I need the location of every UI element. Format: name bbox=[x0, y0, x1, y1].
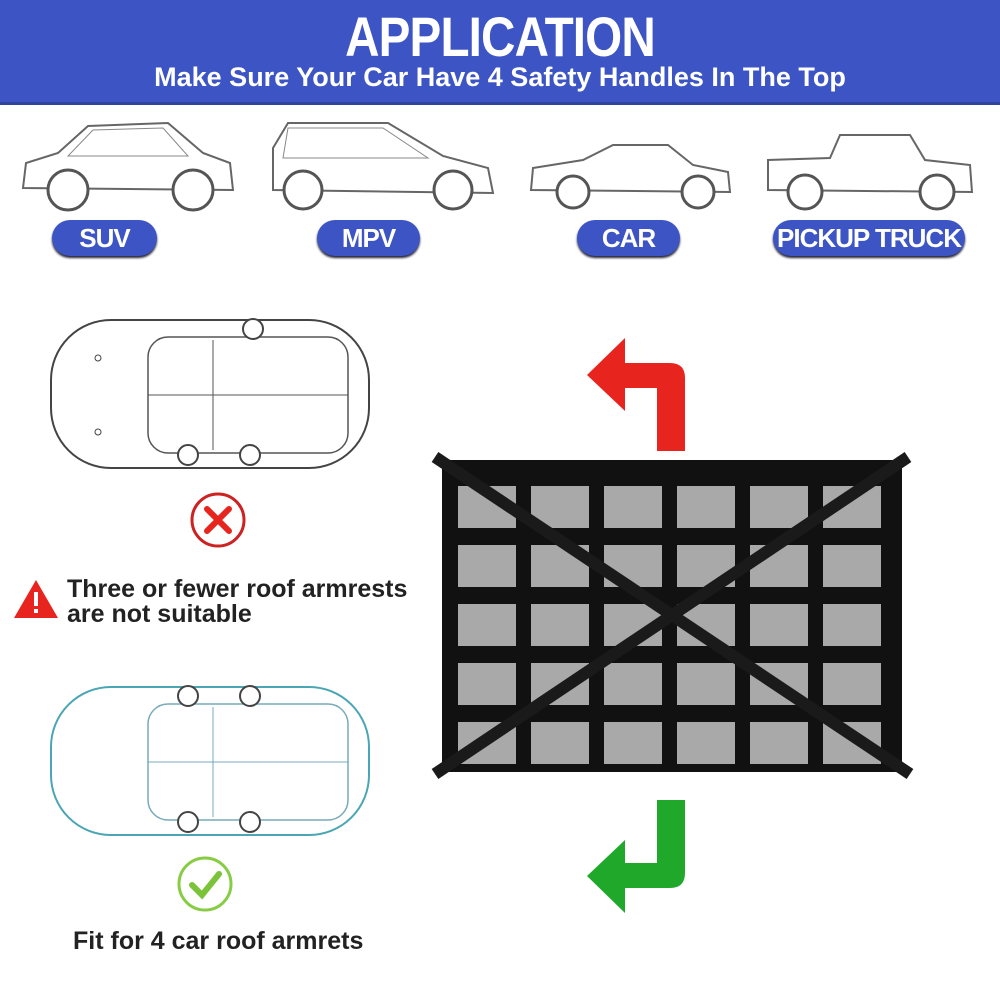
net-mesh-cell bbox=[750, 722, 808, 764]
unsuitable-text-line1: Three or fewer roof armrests bbox=[67, 575, 408, 603]
x-circle-icon bbox=[190, 492, 246, 548]
net-mesh-cell bbox=[823, 604, 881, 646]
net-mesh-cell bbox=[604, 663, 662, 705]
unsuitable-text-line2: are not suitable bbox=[67, 600, 252, 628]
net-mesh-cell bbox=[677, 486, 735, 528]
header-banner: APPLICATION Make Sure Your Car Have 4 Sa… bbox=[0, 0, 1000, 105]
net-mesh-cell bbox=[604, 486, 662, 528]
net-mesh-cell bbox=[750, 604, 808, 646]
car-top-view-four-handles bbox=[50, 685, 370, 836]
cargo-net-illustration bbox=[431, 452, 914, 779]
page-subtitle: Make Sure Your Car Have 4 Safety Handles… bbox=[154, 62, 846, 92]
net-mesh-cell bbox=[677, 663, 735, 705]
car-top-view-three-handles bbox=[50, 318, 370, 469]
net-mesh-cell bbox=[458, 604, 516, 646]
mpv-illustration bbox=[272, 122, 495, 211]
red-arrow-up-icon bbox=[587, 338, 685, 451]
suv-illustration bbox=[21, 121, 235, 212]
net-mesh-cell bbox=[531, 604, 589, 646]
net-mesh-cell bbox=[823, 663, 881, 705]
check-circle-icon bbox=[177, 856, 233, 912]
net-mesh-cell bbox=[750, 486, 808, 528]
pickup-truck-illustration bbox=[767, 134, 974, 211]
warning-triangle-icon bbox=[14, 580, 58, 618]
page-title: APPLICATION bbox=[345, 5, 656, 68]
vehicle-label-car: CAR bbox=[577, 220, 680, 256]
green-arrow-down-icon bbox=[587, 800, 685, 913]
vehicle-label-pickup-truck: PICKUP TRUCK bbox=[773, 220, 965, 256]
net-mesh-cell bbox=[458, 663, 516, 705]
suitable-text: Fit for 4 car roof armrets bbox=[73, 927, 364, 955]
vehicle-label-mpv: MPV bbox=[317, 220, 420, 256]
net-mesh-cell bbox=[677, 722, 735, 764]
net-mesh-cell bbox=[604, 722, 662, 764]
vehicle-label-suv: SUV bbox=[52, 220, 157, 256]
net-mesh-cell bbox=[531, 722, 589, 764]
net-mesh-cell bbox=[823, 545, 881, 587]
net-mesh-cell bbox=[458, 545, 516, 587]
car-illustration bbox=[529, 144, 732, 210]
